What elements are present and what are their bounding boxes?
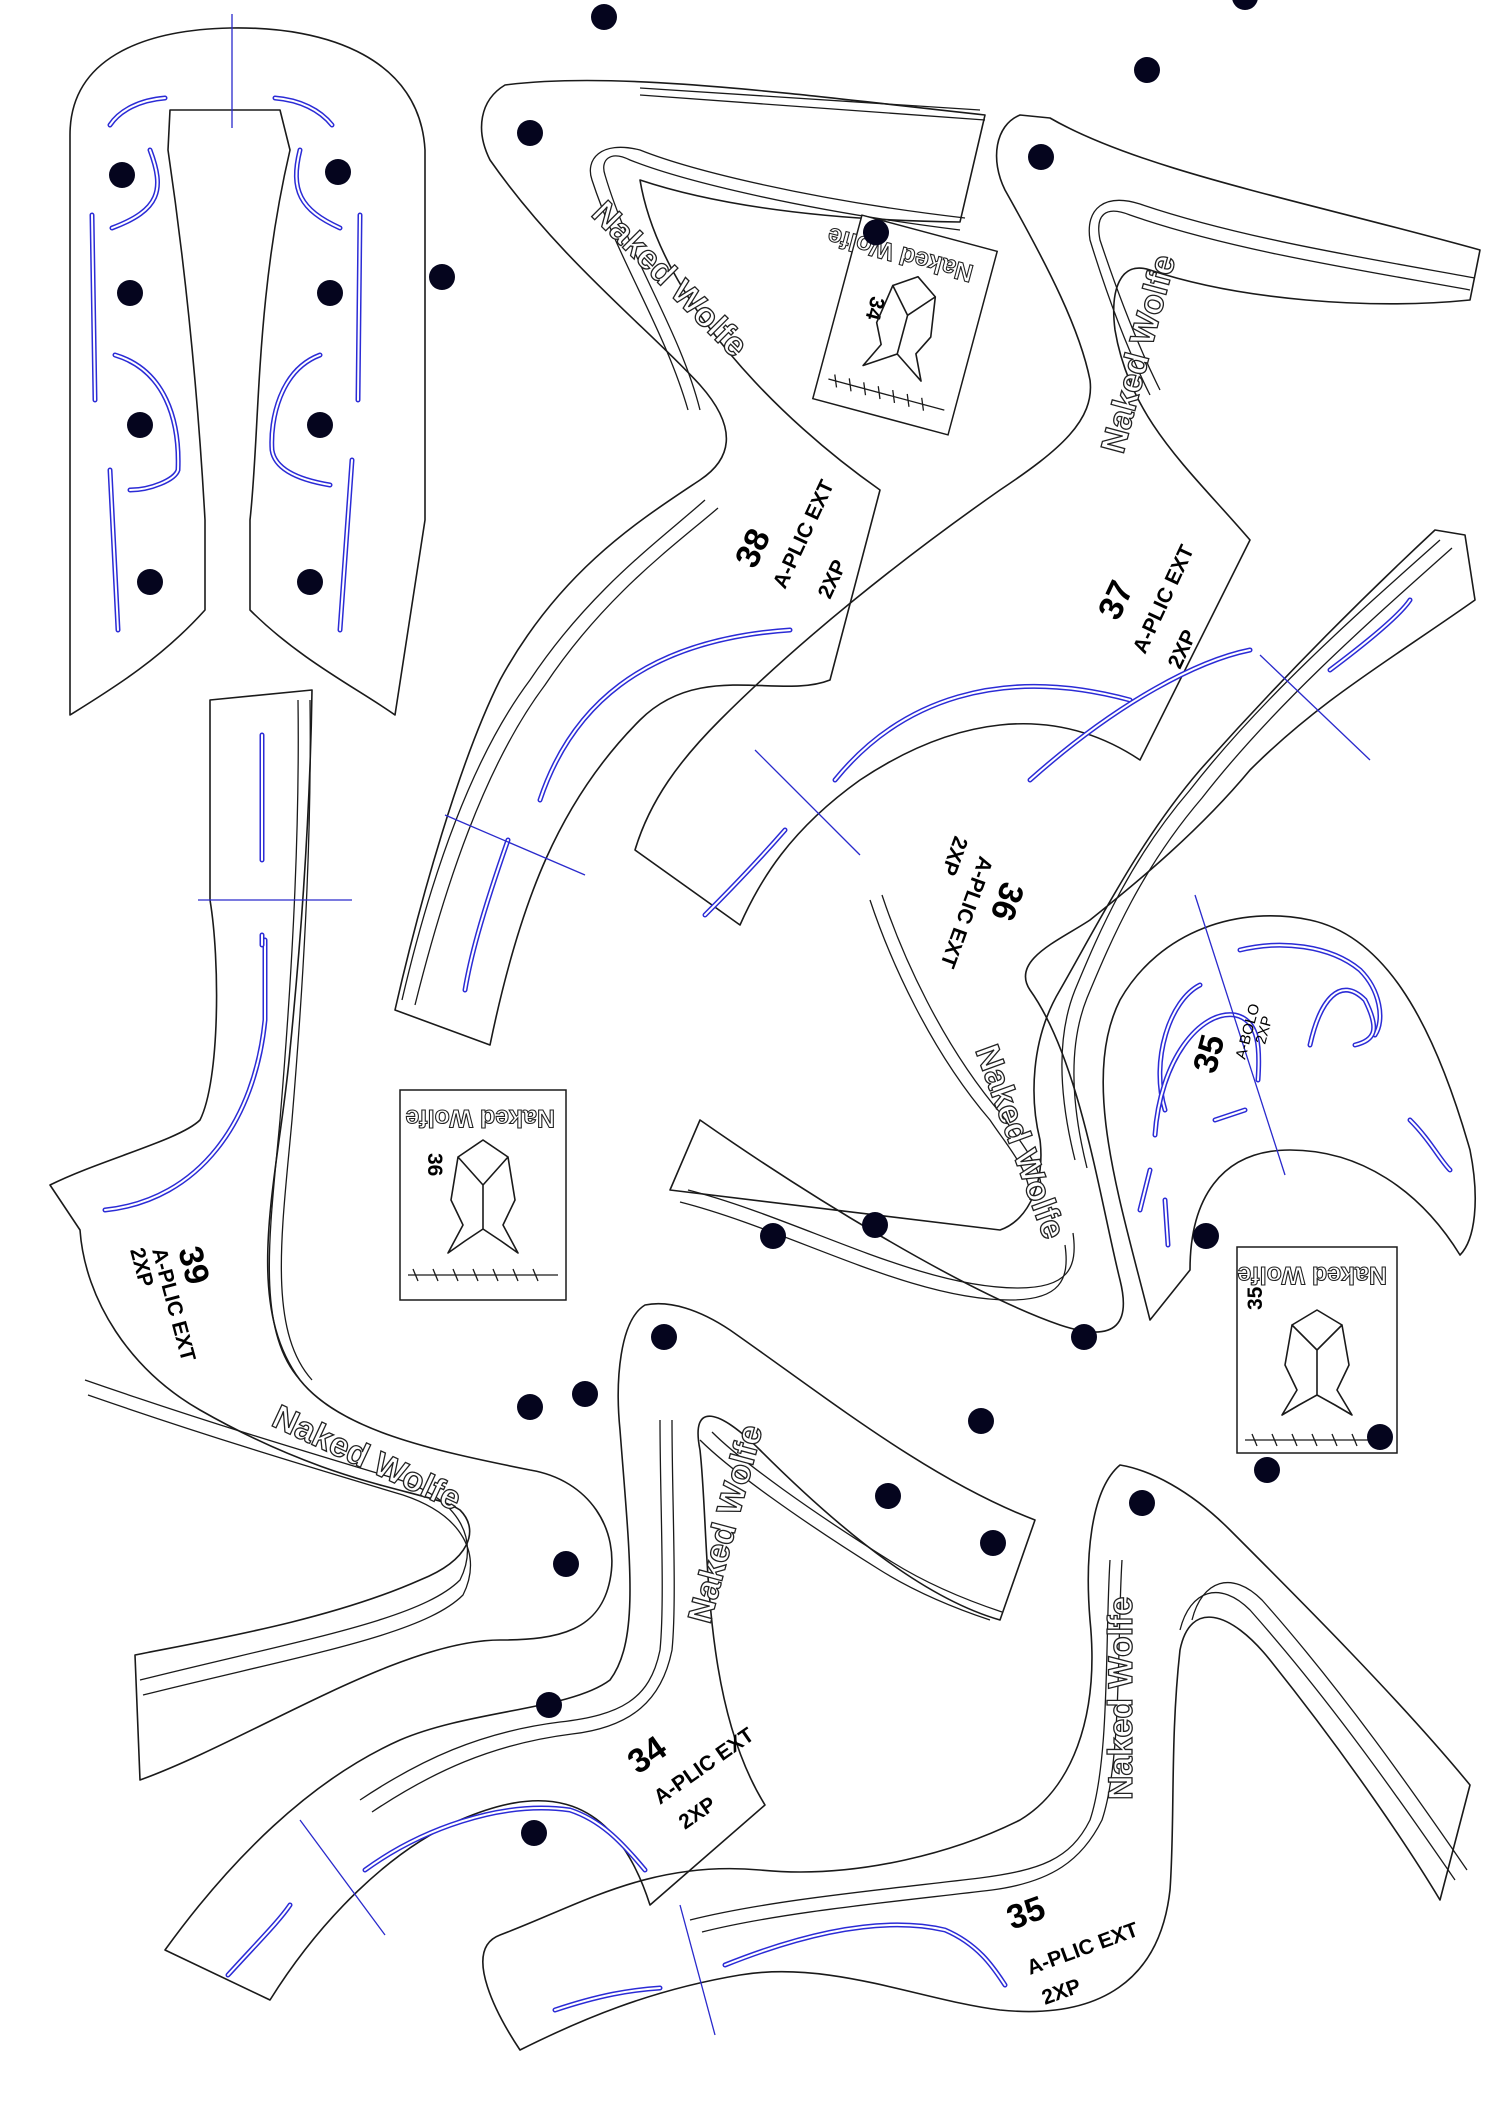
brand-text: Naked Wolfe bbox=[1094, 251, 1183, 457]
punch-hole bbox=[1134, 57, 1160, 83]
punch-hole bbox=[127, 412, 153, 438]
punch-hole bbox=[117, 280, 143, 306]
punch-hole bbox=[980, 1530, 1006, 1556]
piece-qty: 2XP bbox=[814, 556, 852, 602]
punch-hole bbox=[1071, 1324, 1097, 1350]
piece-size: 35 bbox=[1186, 1031, 1232, 1077]
punch-hole bbox=[553, 1551, 579, 1577]
piece-size: 37 bbox=[1091, 575, 1141, 625]
punch-hole bbox=[137, 569, 163, 595]
punch-hole bbox=[572, 1381, 598, 1407]
punch-hole bbox=[591, 4, 617, 30]
punch-hole bbox=[517, 120, 543, 146]
piece-qty: 2XP bbox=[1039, 1975, 1084, 2010]
punch-hole bbox=[760, 1223, 786, 1249]
punch-hole bbox=[317, 280, 343, 306]
tag-brand: Naked Wolfe bbox=[1237, 1261, 1387, 1289]
piece-size: 38 bbox=[728, 523, 778, 573]
size-tag-36: Naked Wolfe 36 bbox=[399, 1089, 567, 1301]
punch-hole bbox=[875, 1483, 901, 1509]
wolf-logo bbox=[447, 1139, 519, 1254]
punch-hole bbox=[968, 1408, 994, 1434]
piece-size: 35 bbox=[1002, 1889, 1051, 1938]
piece-qty: 2XP bbox=[937, 833, 972, 878]
brand-text: Naked Wolfe bbox=[681, 1421, 770, 1627]
wolf-logo bbox=[1281, 1309, 1353, 1416]
piece-34: Naked Wolfe 34 A-PLIC EXT 2XP bbox=[164, 1223, 1036, 2001]
punch-hole bbox=[307, 412, 333, 438]
punch-hole bbox=[1254, 1457, 1280, 1483]
piece-size: 34 bbox=[621, 1729, 674, 1782]
tag-brand: Naked Wolfe bbox=[405, 1104, 555, 1132]
brand-text: Naked Wolfe bbox=[967, 1040, 1072, 1244]
wolf-logo bbox=[862, 275, 937, 382]
piece-35-bolo: 35 A-BOLO 2XP bbox=[1102, 894, 1476, 1321]
brand-text: Naked Wolfe bbox=[267, 1398, 467, 1518]
brand-text: Naked Wolfe bbox=[584, 194, 755, 365]
punch-hole bbox=[517, 1394, 543, 1420]
brand-text: Naked Wolfe bbox=[1102, 1597, 1140, 1800]
size-tag-34: Naked Wolfe 34 bbox=[811, 214, 999, 436]
piece-qty: 2XP bbox=[1252, 1014, 1276, 1046]
size-tag-35: Naked Wolfe 35 bbox=[1236, 1246, 1398, 1483]
punch-hole bbox=[297, 569, 323, 595]
punch-hole bbox=[1232, 0, 1258, 10]
piece-size: 36 bbox=[983, 877, 1032, 926]
piece-qty: 2XP bbox=[675, 1792, 721, 1834]
punch-hole bbox=[109, 162, 135, 188]
tag-size: 35 bbox=[1244, 1286, 1267, 1310]
punch-hole bbox=[651, 1324, 677, 1350]
punch-hole bbox=[862, 219, 889, 246]
punch-hole bbox=[1193, 1223, 1219, 1249]
punch-hole bbox=[325, 159, 351, 185]
punch-hole bbox=[1129, 1490, 1155, 1516]
tag-size: 36 bbox=[423, 1153, 446, 1176]
punch-hole bbox=[1028, 144, 1054, 170]
collar-piece bbox=[69, 14, 426, 716]
punch-hole bbox=[536, 1692, 562, 1718]
punch-hole bbox=[1367, 1424, 1393, 1450]
punch-hole bbox=[521, 1820, 547, 1846]
punch-hole bbox=[429, 264, 455, 290]
punch-hole bbox=[862, 1212, 888, 1238]
